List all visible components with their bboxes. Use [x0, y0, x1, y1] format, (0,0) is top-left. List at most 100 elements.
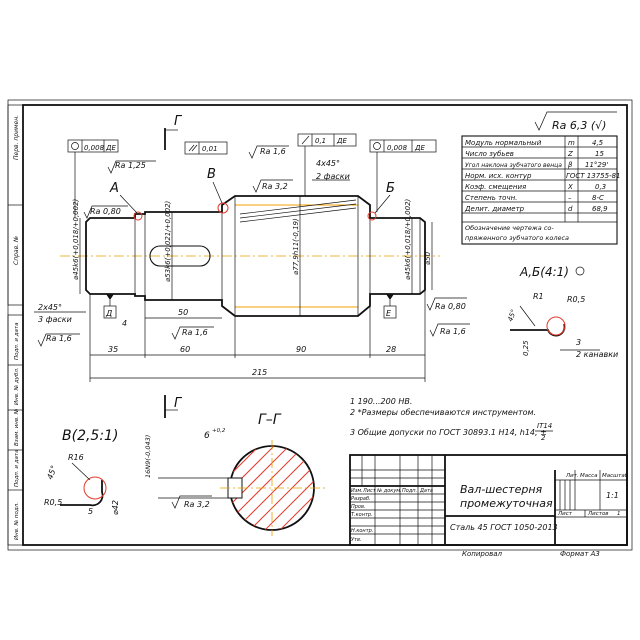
tb-listov: Листов — [587, 511, 609, 517]
base-mark-d: Д — [103, 294, 117, 319]
tb-razrab: Разраб. — [351, 496, 371, 502]
tb-scale-value: 1:1 — [606, 491, 619, 500]
chamfer-notes: 4x45° 2 фаски 2x45° 3 фаски — [34, 159, 350, 324]
param-val: 11°29' — [585, 161, 608, 169]
ab-r05: R0,5 — [567, 295, 585, 304]
tb-podp: Подп. — [402, 488, 417, 494]
left-stamp: Перв. примен. Справ. № Подп. и дата Инв.… — [7, 104, 24, 546]
param-val: ГОСТ 13755-81 — [566, 172, 621, 180]
inner-frame — [22, 104, 628, 546]
svg-text:ДЕ: ДЕ — [336, 137, 347, 145]
param-val: 4,5 — [592, 139, 604, 147]
param-sym: β — [568, 161, 573, 169]
ab-2-kanavki: 2 канавки — [576, 350, 618, 359]
dim-35: 35 — [108, 345, 118, 354]
v-d42: ⌀42 — [111, 500, 120, 515]
stamp-dubl: Инв. № дубл. — [14, 367, 20, 405]
view-label-b: Б — [386, 181, 395, 196]
detail-ab: А,Б(4:1) R1 R0,5 45° 0,25 3 2 канавки — [506, 265, 618, 359]
param-name: Число зубьев — [465, 150, 514, 158]
sec-6-tol: +0,2 — [212, 428, 226, 434]
section-gg: Г–Г 16N9(-0,043) 6 +0,2 Ra 3,2 — [144, 412, 325, 536]
tb-name-2: промежуточная — [460, 497, 553, 510]
roughness-general: Ra 6,3 (√) — [534, 111, 617, 132]
param-name: Делит. диаметр — [464, 205, 525, 213]
stamp-sign-1: Подп. и дата — [14, 322, 20, 360]
v-45: 45° — [45, 464, 58, 480]
stamp-sprav: Справ. № — [13, 236, 20, 265]
param-sym: – — [568, 194, 572, 202]
dim-d45-right: ⌀45k6(+0,018/+0,002) — [404, 198, 412, 280]
svg-text:ДЕ: ДЕ — [105, 144, 116, 152]
ra-3-2-section: Ra 3,2 — [184, 500, 210, 509]
tech-notes: 1 190...200 HB. 2 *Размеры обеспечиваютс… — [350, 397, 553, 442]
chamfer-2-faski: 2 фаски — [316, 172, 350, 181]
note-3-frac-top: IT14 — [537, 422, 552, 430]
note-1: 1 190...200 HB. — [350, 397, 412, 406]
dim-215: 215 — [252, 368, 267, 377]
param-name: Коэф. смещения — [465, 183, 526, 191]
ra-1-6-mid: Ra 1,6 — [182, 328, 208, 337]
tb-data: Дата — [419, 488, 433, 494]
dim-d45-left: ⌀45k6(+0,018/+0,002) — [72, 198, 80, 280]
base-mark-e: Е — [383, 294, 397, 319]
tb-ndokum: № докум. — [376, 488, 402, 494]
ra-3-2: Ra 3,2 — [262, 182, 288, 191]
ab-3: 3 — [576, 338, 581, 347]
tb-material: Сталь 45 ГОСТ 1050-2013 — [450, 523, 558, 532]
v-r16: R16 — [68, 453, 84, 462]
ra-1-6-top: Ra 1,6 — [260, 147, 286, 156]
tb-name-1: Вал-шестерня — [460, 483, 543, 496]
note-3-frac-bottom: 2 — [541, 434, 546, 442]
param-val: 15 — [595, 150, 604, 158]
detail-v-title: В(2,5:1) — [62, 428, 118, 444]
tb-lit: Лит. — [565, 473, 579, 479]
tb-izm: Изм. — [351, 488, 363, 494]
note-3: 3 Общие допуски по ГОСТ 30893.1 H14, h14… — [350, 428, 547, 437]
tb-list: Лист — [557, 511, 573, 517]
param-name: Угол наклона зубчатого венца — [465, 162, 562, 169]
param-val: 0,3 — [595, 183, 606, 191]
dim-d50: ⌀50 — [424, 251, 432, 265]
tol-frame-runout: 0,1 ДЕ — [297, 133, 357, 196]
section-mark-top: Г — [174, 114, 183, 129]
view-label-a: А — [109, 181, 119, 196]
chamfer-3-faski: 3 фаски — [38, 315, 72, 324]
diameter-dims: ⌀45k6(+0,018/+0,002) ⌀53k6(+0,021/+0,002… — [72, 196, 433, 316]
note-2: 2 *Размеры обеспечиваются инструментом. — [350, 408, 536, 417]
tb-massa: Масса — [580, 473, 598, 479]
param-sym: m — [568, 139, 575, 147]
ab-45: 45° — [506, 308, 518, 322]
shaft-main-view: Г Г А В Б — [60, 114, 440, 418]
param-name: пряженного зубчатого колеса — [465, 234, 569, 242]
ra-1-6-bottom-right: Ra 1,6 — [440, 327, 466, 336]
chamfer-4x45: 4x45° — [316, 159, 340, 168]
tb-prov: Пров. — [351, 504, 366, 510]
dim-d53: ⌀53k6(+0,021/+0,002) — [164, 200, 172, 282]
tol-frame-flat-left: 0,008 ДЕ — [67, 139, 119, 218]
detail-v: В(2,5:1) R16 45° R0,5 5 ⌀42 — [44, 428, 120, 516]
stamp-podl: Инв. № подл. — [14, 502, 20, 540]
tb-list-col: Лист — [362, 488, 377, 494]
tb-utv: Утв. — [351, 537, 362, 543]
stamp-perv: Перв. примен. — [13, 115, 20, 160]
roughness-callouts: Ra 1,25 Ra 0,80 Ra 1,6 Ra 3,2 Ra 1,6 Ra … — [37, 145, 470, 347]
dim-d779: ⌀77,9h11(-0,19) — [292, 218, 300, 275]
format-label: Формат А3 — [560, 550, 600, 558]
tol-frame-parallel: 0,01 — [184, 141, 228, 155]
param-sym: d — [568, 205, 573, 213]
dim-90: 90 — [296, 345, 306, 354]
tb-tkontr: Т.контр. — [351, 512, 373, 518]
length-dims: 50 4 35 60 90 28 215 — [89, 290, 426, 382]
dim-50: 50 — [178, 308, 188, 317]
param-name: Норм. исх. контур — [465, 172, 532, 180]
gear-params-table: Модуль нормальный m 4,5 Число зубьев Z 1… — [461, 135, 621, 245]
tb-masshtab: Масштаб — [602, 473, 629, 479]
chamfer-2x45: 2x45° — [38, 303, 62, 312]
param-name: Обозначение чертежа со- — [465, 224, 554, 232]
title-block: Лит. Масса Масштаб 1:1 Лист Листов 1 Изм… — [349, 454, 629, 546]
stamp-sign-2: Подп. и дата — [14, 449, 20, 487]
svg-text:Д: Д — [105, 309, 112, 318]
copied-label: Копировал — [462, 550, 503, 558]
